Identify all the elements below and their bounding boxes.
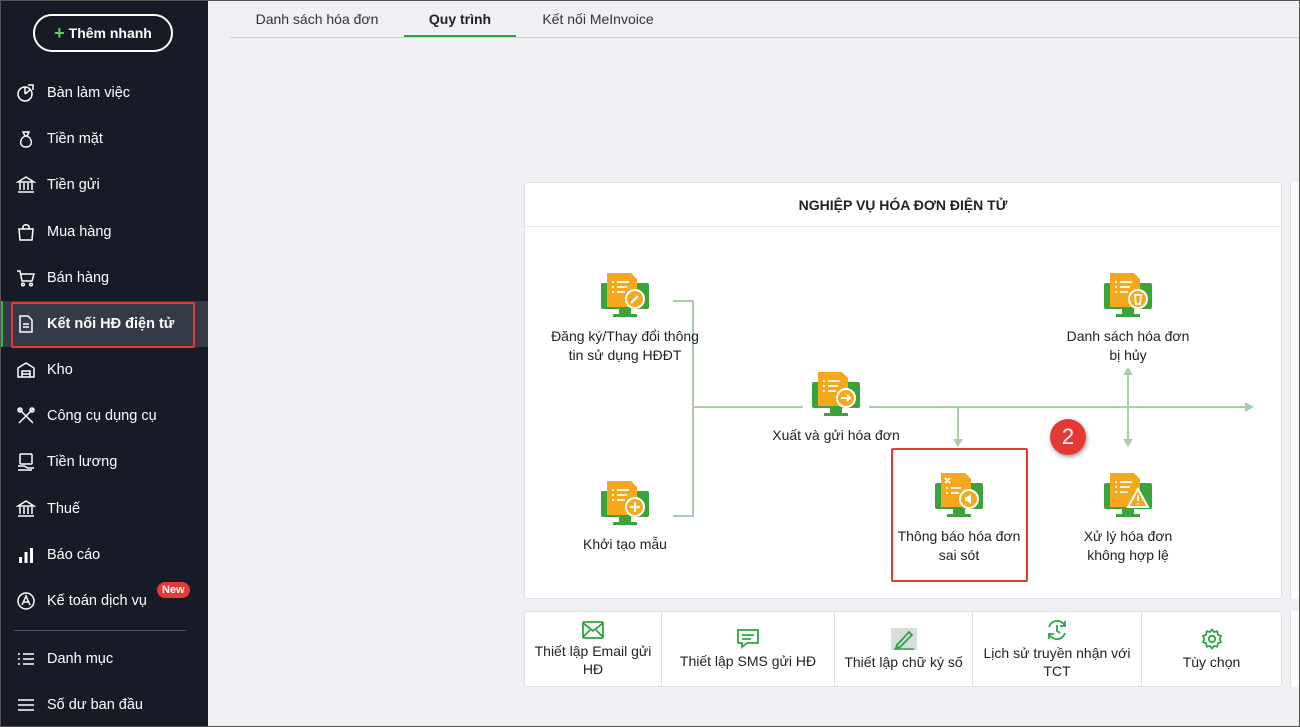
highlight-box-notify-error — [891, 448, 1028, 582]
sidebar-item-label: Tiền mặt — [47, 131, 103, 147]
node-issue-invoice[interactable]: Xuất và gửi hóa đơn — [761, 368, 911, 445]
sidebar-item-label: Tiền gửi — [47, 177, 100, 193]
tool-history-label: Lịch sử truyền nhận với TCT — [983, 644, 1131, 679]
tax-icon — [15, 498, 37, 520]
node-notify-error-label: Thông báo hóa đơn sai sót — [897, 528, 1021, 563]
panel-title: NGHIỆP VỤ HÓA ĐƠN ĐIỆN TỬ — [525, 183, 1281, 227]
sidebar-item-dashboard[interactable]: Bàn làm việc — [0, 70, 208, 116]
sms-icon — [737, 628, 759, 649]
sidebar-item-label: Mua hàng — [47, 224, 112, 240]
bank-icon — [15, 174, 37, 196]
sidebar-item-purchase[interactable]: Mua hàng — [0, 209, 208, 255]
einvoice-process-panel: NGHIỆP VỤ HÓA ĐƠN ĐIỆN TỬ — [524, 182, 1282, 599]
sidebar-item-label: Thuế — [47, 501, 81, 517]
sidebar-item-label: Kho — [47, 362, 73, 378]
sidebar-item-label: Công cụ dụng cụ — [47, 408, 157, 424]
right-toolbar-edge — [1290, 611, 1300, 687]
tool-signature-setup[interactable]: Thiết lập chữ ký số — [835, 612, 973, 686]
list-icon — [15, 648, 37, 670]
email-icon — [582, 620, 604, 639]
tool-options[interactable]: Tùy chọn — [1142, 612, 1281, 686]
node-template[interactable]: Khởi tạo mẫu — [551, 477, 699, 554]
salary-icon — [15, 451, 37, 473]
sidebar-item-label: Tiền lương — [47, 454, 118, 470]
sidebar-item-label: Bán hàng — [47, 270, 110, 286]
history-icon — [1048, 619, 1066, 640]
invoice-edit-icon — [601, 273, 649, 317]
document-icon — [15, 313, 37, 335]
quick-add-label: Thêm nhanh — [68, 25, 152, 41]
node-notify-error[interactable]: Thông báo hóa đơn sai sót — [891, 469, 1027, 565]
callout-2: 2 — [1050, 419, 1086, 455]
sidebar-divider — [14, 630, 186, 631]
tab-meinvoice[interactable]: Kết nối MeInvoice — [542, 11, 654, 27]
highlight-box-einvoice — [11, 302, 195, 348]
sidebar-item-cash[interactable]: Tiền mặt — [0, 116, 208, 162]
settings-toolbar: Thiết lập Email gửi HĐ Thiết lập SMS gửi… — [524, 611, 1282, 687]
node-issue-label: Xuất và gửi hóa đơn — [772, 427, 900, 443]
balance-icon — [15, 694, 37, 716]
settings-icon — [1201, 627, 1222, 650]
warehouse-icon — [15, 359, 37, 381]
plus-icon: + — [54, 22, 65, 43]
node-cancelled-label: Danh sách hóa đơn bị hủy — [1066, 328, 1190, 363]
node-invalid-invoice[interactable]: Xử lý hóa đơn không hợp lệ — [1063, 469, 1193, 565]
tab-invoice-list[interactable]: Danh sách hóa đơn — [255, 11, 379, 27]
sidebar-item-report[interactable]: Báo cáo — [0, 532, 208, 578]
sidebar-item-label: Báo cáo — [47, 547, 101, 563]
shopping-bag-icon — [15, 221, 37, 243]
tool-options-label: Tùy chọn — [1182, 653, 1241, 670]
node-invalid-label: Xử lý hóa đơn không hợp lệ — [1083, 528, 1173, 563]
tool-sms-setup[interactable]: Thiết lập SMS gửi HĐ — [662, 612, 835, 686]
tab-underline — [230, 37, 1300, 38]
sidebar-item-tax[interactable]: Thuế — [0, 486, 208, 532]
invoice-cancel-icon — [1104, 273, 1152, 317]
invoice-send-icon — [812, 372, 860, 416]
invoice-warning-icon — [1104, 473, 1152, 517]
money-bag-icon — [15, 128, 37, 150]
signature-icon — [890, 627, 917, 650]
sidebar-item-salary[interactable]: Tiền lương — [0, 439, 208, 485]
sidebar-item-label: Bàn làm việc — [47, 85, 131, 101]
sidebar-item-label: Kế toán dịch vụ — [47, 593, 147, 609]
dashboard-icon — [15, 82, 37, 104]
flow-connectors — [673, 300, 1254, 517]
tool-sms-label: Thiết lập SMS gửi HĐ — [679, 652, 817, 669]
main-content: Danh sách hóa đơn Quy trình Kết nối MeIn… — [208, 0, 1300, 727]
cart-icon — [15, 267, 37, 289]
quick-add-button[interactable]: + Thêm nhanh — [33, 14, 173, 52]
sidebar-item-label: Số dư ban đầu — [47, 697, 143, 713]
node-register[interactable]: Đăng ký/Thay đổi thông tin sử dụng HĐĐT — [551, 269, 699, 365]
tool-transmission-history[interactable]: Lịch sử truyền nhận với TCT — [973, 612, 1142, 686]
tool-email-label: Thiết lập Email gửi HĐ — [534, 642, 652, 677]
new-badge: New — [157, 582, 190, 598]
node-template-label: Khởi tạo mẫu — [583, 536, 667, 552]
tool-email-setup[interactable]: Thiết lập Email gửi HĐ — [525, 612, 662, 686]
sidebar-item-catalog[interactable]: Danh mục — [0, 636, 208, 682]
service-icon — [15, 590, 37, 612]
sidebar-item-sales[interactable]: Bán hàng — [0, 255, 208, 301]
sidebar-item-service-accounting[interactable]: Kế toán dịch vụ New — [0, 578, 208, 624]
tool-signature-label: Thiết lập chữ ký số — [844, 653, 963, 670]
report-icon — [15, 544, 37, 566]
sidebar-item-warehouse[interactable]: Kho — [0, 347, 208, 393]
invoice-add-icon — [601, 481, 649, 525]
tab-bar: Danh sách hóa đơn Quy trình Kết nối MeIn… — [208, 0, 1300, 38]
invoice-notify-icon — [935, 473, 983, 517]
active-indicator — [0, 301, 3, 347]
sidebar-item-label: Kết nối HĐ điện tử — [47, 316, 175, 332]
tab-process[interactable]: Quy trình — [404, 0, 516, 38]
node-cancelled-list[interactable]: Danh sách hóa đơn bị hủy — [1063, 269, 1193, 365]
sidebar-item-opening-balance[interactable]: Số dư ban đầu — [0, 682, 208, 727]
sidebar-item-tools[interactable]: Công cụ dụng cụ — [0, 393, 208, 439]
node-register-label: Đăng ký/Thay đổi thông tin sử dụng HĐĐT — [551, 328, 699, 363]
sidebar-item-einvoice[interactable]: Kết nối HĐ điện tử — [0, 301, 208, 347]
sidebar: + Thêm nhanh Bàn làm việc Tiền mặt Tiền … — [0, 0, 208, 727]
sidebar-item-deposit[interactable]: Tiền gửi — [0, 162, 208, 208]
right-panel-edge — [1290, 182, 1300, 599]
sidebar-item-label: Danh mục — [47, 651, 114, 667]
tools-icon — [15, 405, 37, 427]
